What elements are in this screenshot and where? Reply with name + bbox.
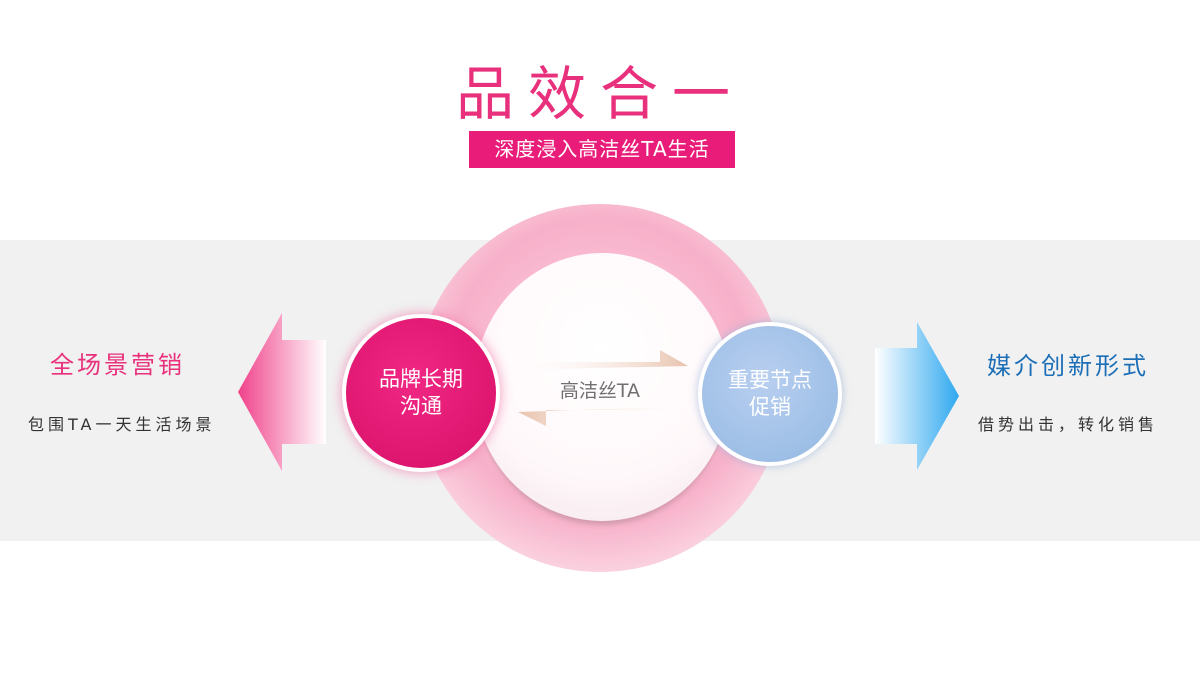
page-title: 品效合一 xyxy=(455,60,744,128)
subtitle-banner: 深度浸入高洁丝TA生活 xyxy=(469,131,735,168)
left-heading: 全场景营销 xyxy=(50,351,185,379)
node-line: 品牌长期 xyxy=(379,367,463,391)
left-arrow-icon xyxy=(238,313,326,471)
exchange-arrows-icon xyxy=(512,350,694,426)
node-line: 重要节点 xyxy=(728,368,812,392)
right-description: 借势出击，转化销售 xyxy=(978,415,1159,434)
brand-communication-node: 品牌长期 沟通 xyxy=(346,318,496,468)
center-label: 高洁丝TA xyxy=(559,380,641,402)
right-arrow-icon xyxy=(875,322,959,470)
right-heading: 媒介创新形式 xyxy=(987,352,1149,380)
node-line: 促销 xyxy=(749,395,791,419)
key-promotion-node: 重要节点 促销 xyxy=(702,326,838,462)
inner-circle xyxy=(474,253,730,521)
node-line: 沟通 xyxy=(400,394,442,418)
left-description: 包围TA一天生活场景 xyxy=(28,415,216,434)
